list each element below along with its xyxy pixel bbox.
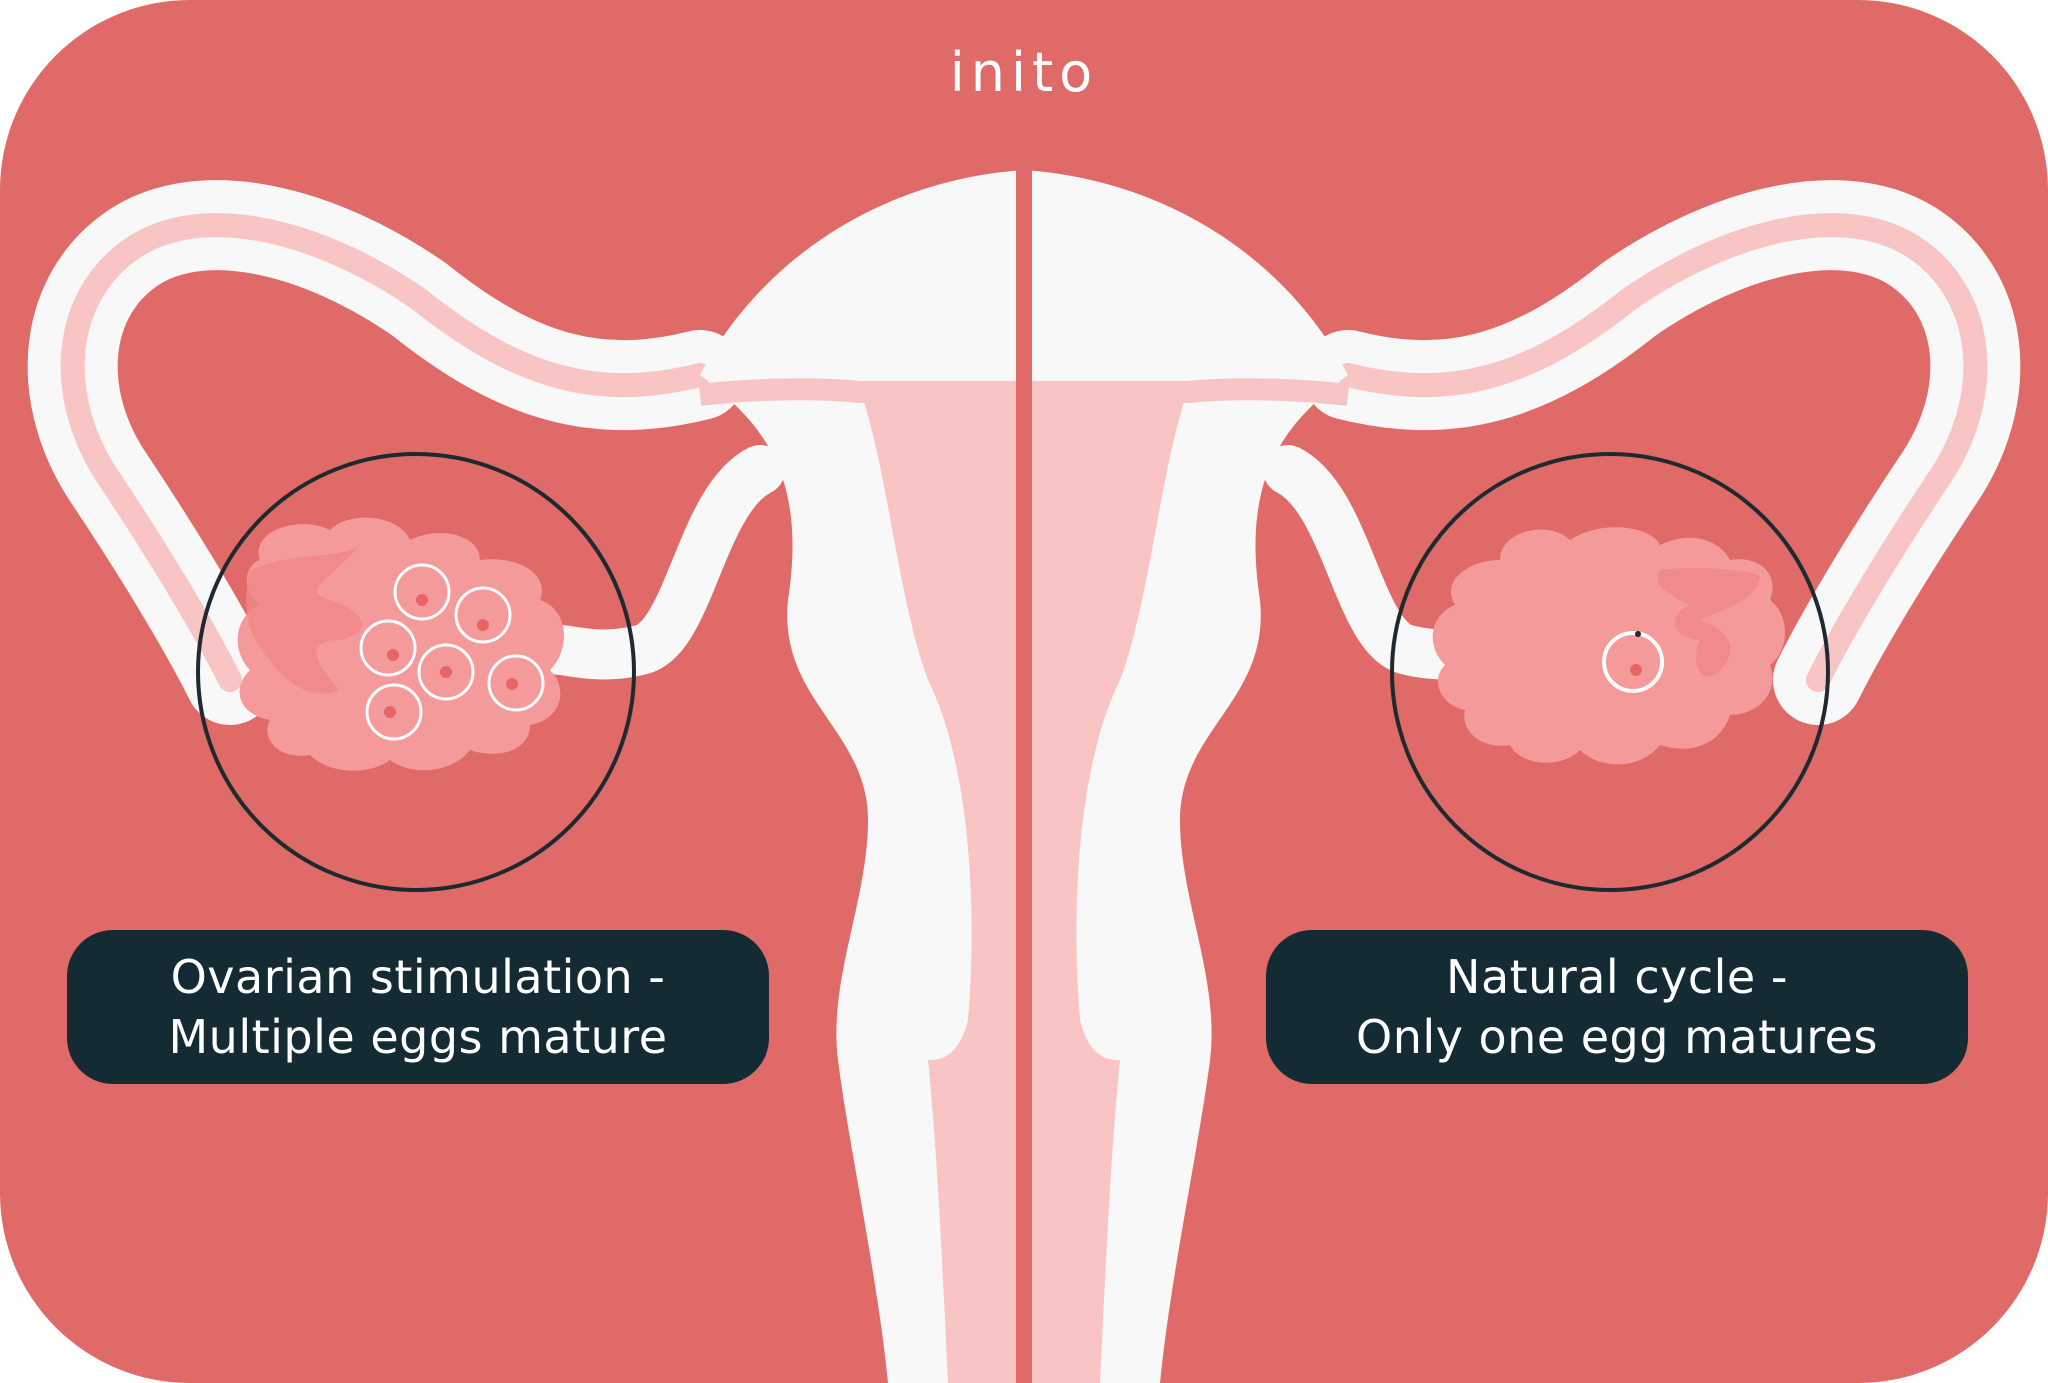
egg xyxy=(365,683,423,741)
inito-logo: inito xyxy=(944,38,1104,108)
left-label: Ovarian stimulation - Multiple eggs matu… xyxy=(67,930,769,1084)
right-label: Natural cycle - Only one egg matures xyxy=(1266,930,1968,1084)
egg xyxy=(417,643,475,701)
center-divider xyxy=(1016,160,1032,1383)
fallopian-tubes xyxy=(27,180,2021,725)
egg xyxy=(454,586,512,644)
egg xyxy=(487,654,545,712)
egg xyxy=(359,619,417,677)
egg xyxy=(393,563,451,621)
right-magnifier-circle xyxy=(1390,452,1830,892)
right-egg xyxy=(1602,631,1664,693)
right-label-line2: Only one egg matures xyxy=(1356,1010,1878,1064)
left-label-line1: Ovarian stimulation - xyxy=(170,950,666,1004)
right-tube-inner xyxy=(1336,213,1988,692)
left-tube-inner xyxy=(60,213,712,692)
left-label-line2: Multiple eggs mature xyxy=(168,1010,668,1064)
left-ligament xyxy=(535,445,785,680)
left-magnifier-circle xyxy=(196,452,636,892)
right-label-line1: Natural cycle - xyxy=(1446,950,1788,1004)
left-eggs xyxy=(359,563,545,741)
logo-text: inito xyxy=(949,41,1099,104)
